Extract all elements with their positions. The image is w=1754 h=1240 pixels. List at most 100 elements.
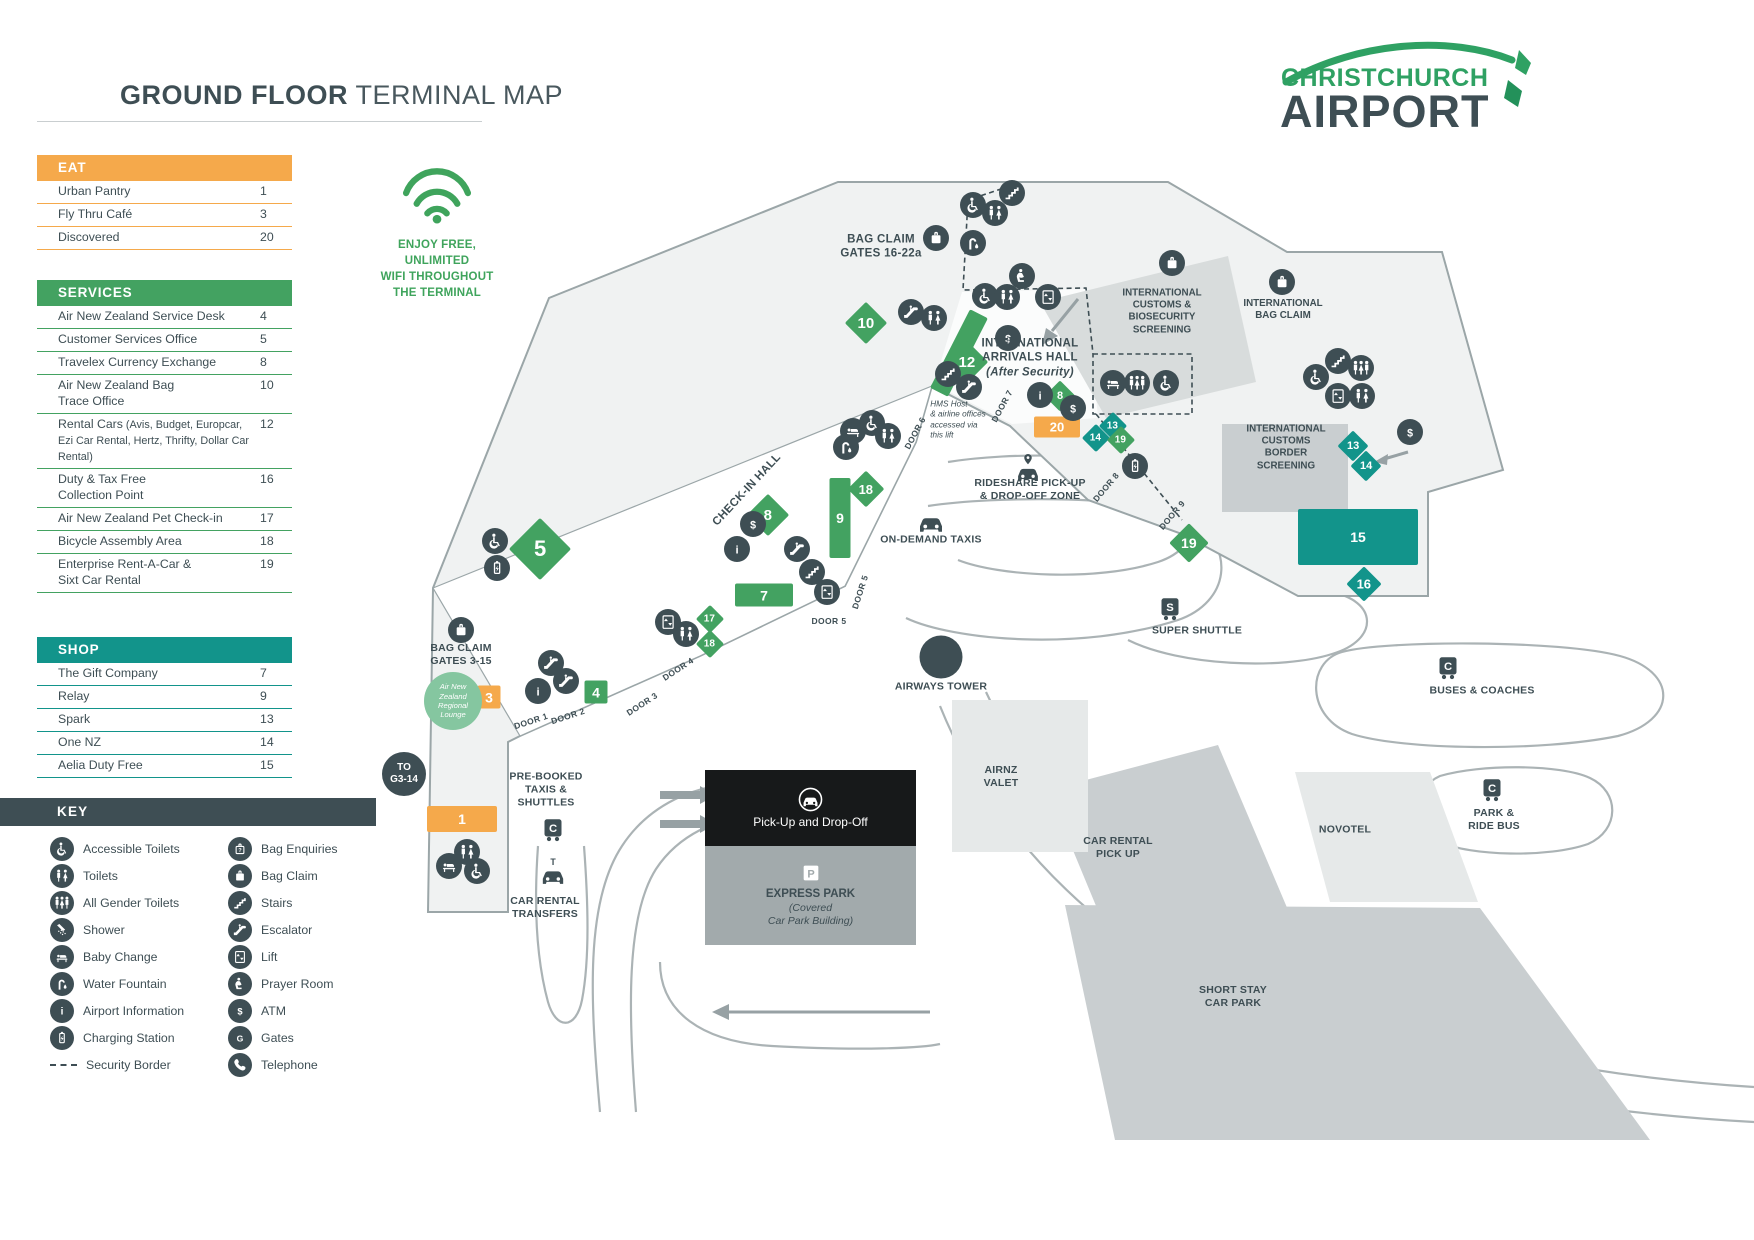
buses-coaches-label: BUSES & COACHES bbox=[1429, 684, 1535, 697]
lift-icon bbox=[1325, 383, 1351, 409]
svg-text:C: C bbox=[549, 823, 557, 835]
map-marker-19: 19 bbox=[1169, 523, 1209, 563]
toilets-icon bbox=[673, 621, 699, 647]
legend-item-label: Rental Cars (Avis, Budget, Europcar, Ezi… bbox=[58, 416, 249, 463]
svg-text:T: T bbox=[550, 857, 556, 867]
accessible-toilets-icon bbox=[50, 836, 74, 861]
key-item-label: Airport Information bbox=[83, 1003, 185, 1018]
key-item-label: All Gender Toilets bbox=[83, 895, 180, 910]
svg-text:S: S bbox=[1166, 602, 1174, 614]
atm-icon: $ bbox=[1060, 395, 1086, 421]
super-shuttle-label: SUPER SHUTTLE bbox=[1151, 624, 1243, 637]
section-services-header: SERVICES bbox=[37, 279, 292, 306]
map-marker-18: 18 bbox=[847, 470, 885, 508]
bus-s-icon: S bbox=[1155, 594, 1185, 624]
novotel-label: NOVOTEL bbox=[1318, 823, 1372, 836]
bag-claim-icon bbox=[1269, 269, 1295, 295]
accessible-toilets-icon bbox=[464, 858, 490, 884]
legend-item-number: 3 bbox=[260, 206, 267, 221]
baby-change-icon bbox=[1100, 370, 1126, 396]
map-marker-4: 4 bbox=[584, 680, 608, 704]
key-item-accessible-toilets: Accessible Toilets bbox=[50, 835, 228, 862]
map-marker-15: 15 bbox=[1298, 509, 1418, 565]
door-label-door-5: DOOR 5 bbox=[811, 616, 847, 626]
prayer-room-icon bbox=[1009, 263, 1035, 289]
accessible-toilets-icon bbox=[1303, 364, 1329, 390]
logo-airport: AIRPORT bbox=[1280, 86, 1490, 137]
key-item-label: Shower bbox=[83, 922, 125, 937]
legend-item-label: Air New Zealand Pet Check-in bbox=[58, 510, 223, 525]
key-item-water-fountain: Water Fountain bbox=[50, 970, 228, 997]
atm-icon: $ bbox=[228, 998, 252, 1023]
title-rule bbox=[37, 121, 482, 122]
bag-claim-icon bbox=[923, 225, 949, 251]
rideshare-zone-label: RIDESHARE PICK-UP& DROP-OFF ZONE bbox=[974, 476, 1086, 502]
water-fountain-icon bbox=[50, 971, 74, 996]
airways-tower bbox=[919, 635, 963, 679]
svg-text:i: i bbox=[61, 1006, 64, 1017]
legend-item-number: 17 bbox=[260, 510, 274, 525]
legend-item-number: 4 bbox=[260, 308, 267, 323]
svg-text:$: $ bbox=[750, 519, 756, 531]
legend-item-rental-cars: Rental Cars (Avis, Budget, Europcar, Ezi… bbox=[37, 414, 292, 469]
accessible-toilets-icon bbox=[972, 283, 998, 309]
legend-item-number: 7 bbox=[260, 665, 267, 680]
key-item-charging-station: Charging Station bbox=[50, 1024, 228, 1051]
bag-claim-icon bbox=[228, 863, 252, 888]
airport-information-icon: i bbox=[525, 678, 551, 704]
legend-item-label: Spark bbox=[58, 711, 91, 726]
pickup-dropoff-label: Pick-Up and Drop-Off bbox=[753, 815, 868, 829]
bag-claim-icon bbox=[1159, 250, 1185, 276]
key-item-label: Bag Claim bbox=[261, 868, 318, 883]
water-fountain-icon bbox=[960, 230, 986, 256]
key-item-label: Stairs bbox=[261, 895, 293, 910]
key-item-telephone: Telephone bbox=[228, 1051, 338, 1078]
legend-item-label: Urban Pantry bbox=[58, 184, 131, 198]
key-item-escalator: Escalator bbox=[228, 916, 338, 943]
baby-change-icon bbox=[50, 944, 74, 969]
door-label-door-6: DOOR 6 bbox=[902, 415, 928, 451]
door-label-door-4: DOOR 4 bbox=[660, 655, 696, 683]
key-item-label: Lift bbox=[261, 949, 278, 964]
legend-item-number: 5 bbox=[260, 331, 267, 346]
legend-item-label: Discovered bbox=[58, 229, 120, 244]
svg-text:G: G bbox=[237, 1033, 244, 1043]
svg-text:?: ? bbox=[238, 847, 242, 853]
key-item-airport-information: i Airport Information bbox=[50, 997, 228, 1024]
toilets-icon bbox=[994, 284, 1020, 310]
all-gender-toilets-icon bbox=[50, 890, 74, 915]
bag-enquiries-icon: ? bbox=[228, 836, 252, 861]
accessible-toilets-icon bbox=[482, 528, 508, 554]
key-item-label: Accessible Toilets bbox=[83, 841, 180, 856]
on-demand-taxis-label: ON-DEMAND TAXIS bbox=[880, 533, 982, 546]
escalator-icon bbox=[553, 668, 579, 694]
airways-tower-label: AIRWAYS TOWER bbox=[894, 680, 988, 693]
svg-text:$: $ bbox=[1407, 427, 1413, 439]
legend-item-number: 18 bbox=[260, 533, 274, 548]
key-item-label: Prayer Room bbox=[261, 976, 334, 991]
door-label-door-5: DOOR 5 bbox=[849, 573, 871, 611]
map-marker-10: 10 bbox=[844, 301, 888, 345]
key-item-bag-claim: Bag Claim bbox=[228, 862, 338, 889]
key-item-all-gender-toilets: All Gender Toilets bbox=[50, 889, 228, 916]
svg-text:C: C bbox=[1444, 661, 1452, 673]
legend-item-label: Relay bbox=[58, 688, 90, 703]
svg-text:C: C bbox=[1488, 783, 1496, 795]
